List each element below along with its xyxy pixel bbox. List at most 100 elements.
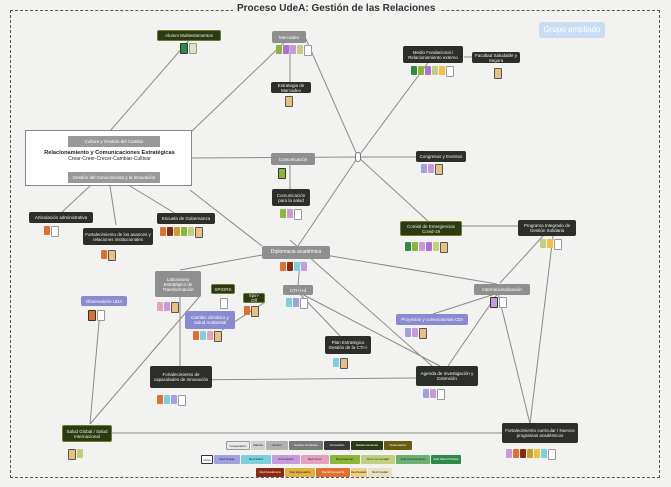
node-internacionalizacion[interactable]: Internacionalización bbox=[474, 284, 530, 295]
legend-item: Clave bbox=[201, 455, 213, 464]
node-spin-off[interactable]: Spin-Off bbox=[243, 293, 265, 303]
node-programa-icons bbox=[540, 239, 562, 250]
node-salud-global[interactable]: Salud Global / Salud Internacional bbox=[62, 425, 112, 442]
color-tag-icon bbox=[513, 449, 519, 458]
node-cti-icons bbox=[286, 298, 308, 309]
color-tag-icon bbox=[286, 298, 292, 307]
color-tag-icon bbox=[490, 297, 498, 308]
color-tag-icon bbox=[283, 45, 289, 54]
node-comite-emergencias[interactable]: Comité de Emergencias Covid-19 bbox=[400, 221, 462, 236]
color-tag-icon bbox=[157, 395, 163, 404]
color-tag-icon bbox=[160, 227, 166, 236]
node-facultad-saludable[interactable]: Facultad Saludable y Segura bbox=[472, 52, 520, 63]
node-observatorio[interactable]: Observatorio UDA bbox=[81, 296, 127, 306]
color-tag-icon bbox=[412, 242, 418, 251]
color-tag-icon bbox=[506, 449, 512, 458]
node-medio-fundacional[interactable]: Medio Fundacional / Relacionamiento exte… bbox=[403, 46, 463, 63]
node-capacidades[interactable]: Fortalecimiento de capacidades de innova… bbox=[150, 366, 212, 388]
color-tag-icon bbox=[101, 250, 107, 259]
node-programa-integrado[interactable]: Programa Integrado de Gestión Solidaria bbox=[518, 220, 576, 236]
color-tag-icon bbox=[285, 96, 293, 107]
color-tag-icon bbox=[301, 262, 307, 271]
node-medio-icons bbox=[411, 66, 454, 77]
color-tag-icon bbox=[189, 43, 197, 54]
node-proyectos[interactable]: Proyectos y convocatorias CDI bbox=[396, 314, 468, 325]
legend-item: Relacionamiento bbox=[351, 441, 383, 450]
color-tag-icon bbox=[446, 66, 454, 77]
node-diplomacia-academica[interactable]: Diplomacia académica bbox=[262, 246, 330, 259]
node-agenda-investigacion[interactable]: Agenda de Investigación y Extensión bbox=[416, 366, 478, 386]
node-mercadeo[interactable]: Mercadeo bbox=[272, 31, 306, 43]
node-comunicacion[interactable]: Comunicación bbox=[271, 153, 315, 165]
node-cti[interactable]: CTI+i+d bbox=[283, 285, 313, 295]
color-tag-icon bbox=[195, 227, 203, 238]
node-curricular-icons bbox=[506, 449, 556, 460]
node-congresos[interactable]: Congresos y Eventos bbox=[416, 151, 466, 162]
color-tag-icon bbox=[108, 250, 116, 261]
node-mercadeo-icons bbox=[276, 45, 312, 56]
node-gobernanza[interactable]: Escuela de Gobernanza bbox=[157, 213, 215, 224]
color-tag-icon bbox=[97, 310, 105, 321]
grupo-ampliado-button[interactable]: Grupo ampliado bbox=[539, 22, 605, 38]
color-tag-icon bbox=[423, 389, 429, 398]
central-node[interactable]: Cultura y Gestión del Cambio Relacionami… bbox=[25, 130, 192, 186]
color-tag-icon bbox=[193, 331, 199, 340]
legend-item: Red Salud Pública bbox=[431, 455, 461, 464]
node-gobernanza-icons bbox=[160, 227, 203, 238]
legend-item: Red Salud bbox=[241, 455, 271, 464]
color-tag-icon bbox=[499, 297, 507, 308]
node-laboratorio[interactable]: Laboratorio Estratégico de Transformació… bbox=[155, 271, 201, 297]
node-spin-off-icons bbox=[244, 306, 259, 317]
color-tag-icon bbox=[418, 66, 424, 75]
node-fortalecimiento-curricular[interactable]: Fortalecimiento curricular / Nuevos prog… bbox=[502, 423, 578, 443]
color-tag-icon bbox=[51, 226, 59, 237]
color-tag-icon bbox=[548, 449, 556, 460]
node-fortalecimiento-avances[interactable]: Fortalecimiento de los avances y relacio… bbox=[83, 228, 153, 245]
legend-item: Red Estado bbox=[351, 468, 367, 477]
node-comunicacion-salud[interactable]: Comunicación para la salud bbox=[272, 189, 310, 206]
legend-item: Red Académica bbox=[256, 468, 284, 477]
node-comite-icons bbox=[405, 242, 448, 253]
node-observatorio-icons bbox=[88, 310, 105, 321]
color-tag-icon bbox=[520, 449, 526, 458]
color-tag-icon bbox=[340, 358, 348, 369]
node-spiors[interactable]: SPIORS bbox=[211, 284, 235, 294]
node-laboratorio-icons bbox=[157, 302, 179, 313]
legend-item: Alumni bbox=[266, 441, 288, 450]
central-main-subtitle: Crear-Creer-Crecer-Cambiar-Cultivar bbox=[68, 156, 151, 162]
legend-item: Red Temas bbox=[214, 455, 240, 464]
connector-hub bbox=[355, 152, 361, 162]
color-tag-icon bbox=[547, 239, 553, 248]
color-tag-icon bbox=[294, 262, 300, 271]
node-cambio-climatico[interactable]: Cambio climático y Salud Ambiental bbox=[185, 311, 235, 329]
node-spiors-icons bbox=[220, 298, 228, 309]
color-tag-icon bbox=[207, 331, 213, 340]
node-plan-estrategico[interactable]: Plan Estratégico Gestión de la CTI+i bbox=[325, 336, 371, 354]
node-cambio-icons bbox=[193, 331, 222, 342]
color-tag-icon bbox=[157, 302, 163, 311]
node-alumni[interactable]: Alumni Multiestamentos bbox=[157, 30, 221, 41]
legend-item: Cooperación bbox=[226, 441, 250, 450]
color-tag-icon bbox=[300, 298, 308, 309]
node-articulacion[interactable]: Articulación administrativa bbox=[29, 212, 93, 223]
legend-item: Red Comunidad bbox=[361, 455, 395, 464]
color-tag-icon bbox=[178, 395, 186, 406]
node-estrategia[interactable]: Estrategia de Mercadeo bbox=[271, 82, 311, 93]
color-tag-icon bbox=[432, 66, 438, 75]
color-tag-icon bbox=[425, 66, 431, 75]
color-tag-icon bbox=[430, 389, 436, 398]
legend-item: Red Internac. bbox=[330, 455, 360, 464]
diagram-title: Proceso UdeA: Gestión de las Relaciones bbox=[233, 3, 440, 14]
color-tag-icon bbox=[412, 328, 418, 337]
color-tag-icon bbox=[244, 306, 250, 315]
legend-item: Alianza bbox=[251, 441, 265, 450]
color-tag-icon bbox=[171, 302, 179, 313]
color-tag-icon bbox=[290, 45, 296, 54]
color-tag-icon bbox=[541, 449, 547, 458]
node-agenda-icons bbox=[423, 389, 445, 400]
node-plan-icons bbox=[333, 358, 348, 369]
color-tag-icon bbox=[188, 227, 194, 236]
node-alumni-icons bbox=[180, 43, 197, 54]
